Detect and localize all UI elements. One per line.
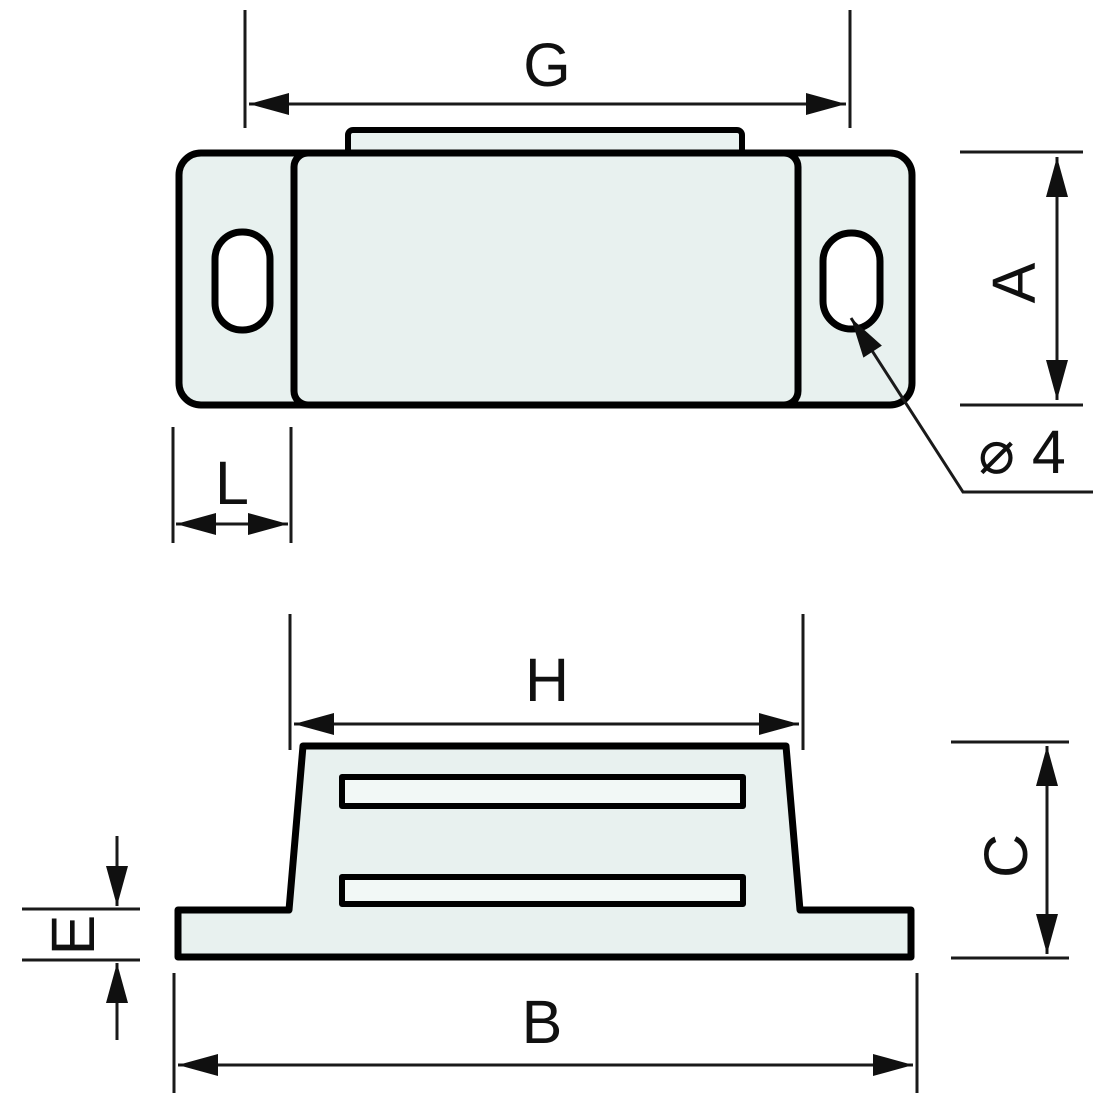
dimension-h: H — [288, 614, 805, 750]
hole-diameter-callout: ⌀ 4 — [849, 317, 1093, 494]
dimension-a-label: A — [980, 262, 1048, 303]
dimension-l-label: L — [215, 449, 249, 517]
front-groove-upper — [339, 774, 746, 809]
dimension-e-label: E — [39, 915, 107, 956]
hole-callout-leader — [849, 317, 1093, 494]
dimension-a: A — [960, 150, 1083, 407]
dimension-g-label: G — [523, 31, 570, 99]
top-view-center-block — [290, 149, 802, 409]
mounting-slot-right — [819, 229, 884, 333]
dimension-c: C — [951, 740, 1069, 960]
front-groove-lower — [339, 874, 746, 907]
dimension-b-label: B — [522, 988, 563, 1056]
dimension-g: G — [243, 10, 852, 128]
hole-diameter-label: ⌀ 4 — [978, 418, 1066, 486]
dimension-c-label: C — [972, 834, 1040, 878]
dimension-b: B — [172, 973, 919, 1093]
top-view: G A L ⌀ 4 — [171, 10, 1093, 543]
dimension-e: E — [22, 836, 140, 1040]
dimension-l: L — [171, 427, 293, 543]
front-view: H C E B — [22, 614, 1069, 1093]
dimension-h-label: H — [525, 646, 569, 714]
mounting-slot-left — [211, 228, 274, 334]
